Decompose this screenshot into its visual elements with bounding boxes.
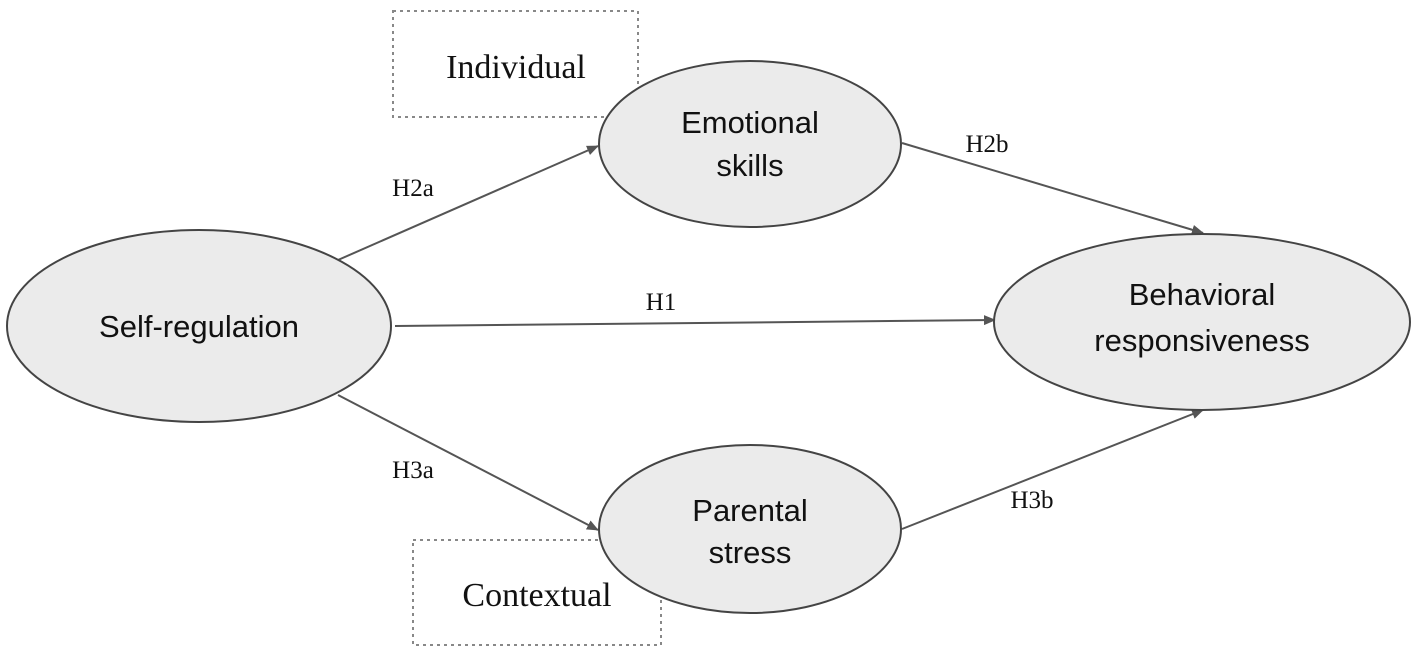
node-label-behavioral: Behavioral xyxy=(1129,277,1275,312)
node-label-self-regulation: Self-regulation xyxy=(99,309,299,344)
node-emotional-skills: Emotional skills xyxy=(598,60,902,228)
arrow-h3b xyxy=(901,409,1204,530)
individual-group-label: Individual xyxy=(446,49,586,86)
arrow-h2b xyxy=(901,142,1204,235)
node-behavioral-responsiveness: Behavioral responsiveness xyxy=(993,233,1411,411)
arrow-h2a xyxy=(337,145,599,261)
node-label-parental: Parental xyxy=(692,493,807,528)
node-parental-stress: Parental stress xyxy=(598,444,902,614)
node-label-skills: skills xyxy=(716,148,783,183)
node-self-regulation: Self-regulation xyxy=(6,229,392,423)
node-label-responsiveness: responsiveness xyxy=(1094,323,1309,358)
node-label-emotional: Emotional xyxy=(681,105,819,140)
edge-label-h2b: H2b xyxy=(965,131,1008,158)
arrow-h1 xyxy=(394,315,996,327)
edge-label-h3b: H3b xyxy=(1010,487,1053,514)
edge-label-h1: H1 xyxy=(646,289,677,316)
arrow-h3a xyxy=(337,394,599,531)
node-label-stress: stress xyxy=(709,535,792,570)
individual-group-box xyxy=(392,10,639,118)
contextual-group-label: Contextual xyxy=(462,577,611,614)
edge-label-h2a: H2a xyxy=(392,175,434,202)
edge-label-h3a: H3a xyxy=(392,457,434,484)
